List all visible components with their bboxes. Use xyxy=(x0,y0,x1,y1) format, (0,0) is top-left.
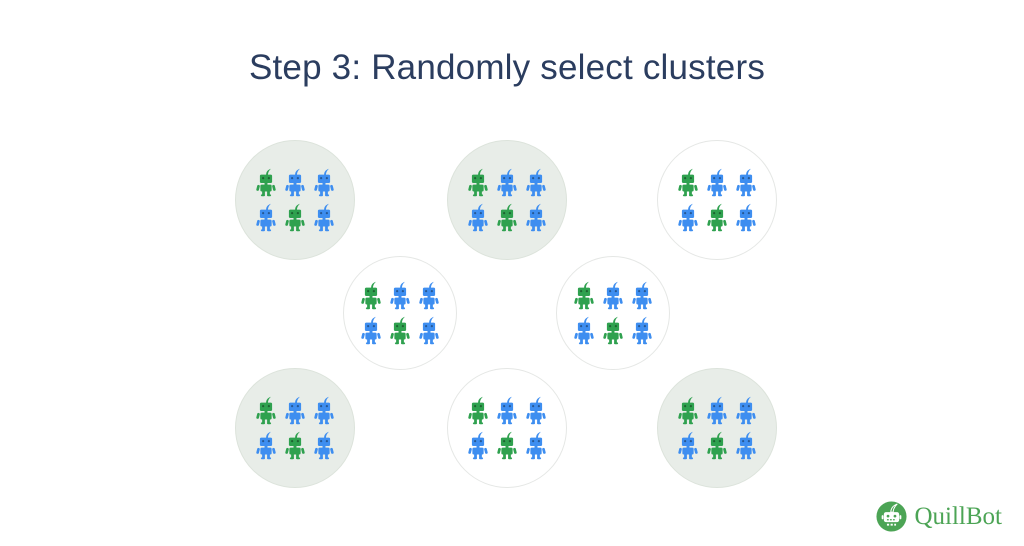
page-title: Step 3: Randomly select clusters xyxy=(248,48,766,87)
cluster-circle-selected xyxy=(235,368,355,488)
green-robot-icon xyxy=(361,281,381,309)
blue-robot-icon xyxy=(314,168,334,196)
blue-robot-icon xyxy=(678,203,698,231)
blue-robot-icon xyxy=(285,168,305,196)
green-robot-icon xyxy=(497,431,517,459)
blue-robot-icon xyxy=(256,203,276,231)
green-robot-icon xyxy=(390,316,410,344)
robot-grid xyxy=(466,168,548,233)
blue-robot-icon xyxy=(678,431,698,459)
cluster-circle-selected xyxy=(447,140,567,260)
robot-grid xyxy=(359,281,441,346)
cluster-circle xyxy=(447,368,567,488)
blue-robot-icon xyxy=(361,316,381,344)
cluster-circle xyxy=(556,256,670,370)
cluster-circle-selected xyxy=(657,368,777,488)
blue-robot-icon xyxy=(256,431,276,459)
blue-robot-icon xyxy=(314,431,334,459)
cluster-circle-selected xyxy=(235,140,355,260)
robot-grid xyxy=(466,396,548,461)
blue-robot-icon xyxy=(419,281,439,309)
blue-robot-icon xyxy=(707,168,727,196)
blue-robot-icon xyxy=(632,281,652,309)
blue-robot-icon xyxy=(468,203,488,231)
robot-grid xyxy=(572,281,654,346)
quillbot-wordmark: QuillBot xyxy=(914,503,1002,530)
green-robot-icon xyxy=(285,203,305,231)
green-robot-icon xyxy=(574,281,594,309)
robot-grid xyxy=(676,396,758,461)
blue-robot-icon xyxy=(736,168,756,196)
green-robot-icon xyxy=(497,203,517,231)
cluster-circle xyxy=(343,256,457,370)
green-robot-icon xyxy=(678,168,698,196)
green-robot-icon xyxy=(678,396,698,424)
robot-grid xyxy=(254,168,336,233)
blue-robot-icon xyxy=(603,281,623,309)
blue-robot-icon xyxy=(632,316,652,344)
blue-robot-icon xyxy=(526,203,546,231)
green-robot-icon xyxy=(707,431,727,459)
robot-grid xyxy=(254,396,336,461)
blue-robot-icon xyxy=(314,203,334,231)
blue-robot-icon xyxy=(736,203,756,231)
blue-robot-icon xyxy=(526,168,546,196)
green-robot-icon xyxy=(285,431,305,459)
blue-robot-icon xyxy=(314,396,334,424)
blue-robot-icon xyxy=(468,431,488,459)
blue-robot-icon xyxy=(497,396,517,424)
green-robot-icon xyxy=(468,396,488,424)
blue-robot-icon xyxy=(574,316,594,344)
quillbot-logo: QuillBot xyxy=(876,501,1002,532)
green-robot-icon xyxy=(468,168,488,196)
green-robot-icon xyxy=(707,203,727,231)
green-robot-icon xyxy=(256,168,276,196)
blue-robot-icon xyxy=(736,431,756,459)
blue-robot-icon xyxy=(707,396,727,424)
blue-robot-icon xyxy=(419,316,439,344)
blue-robot-icon xyxy=(497,168,517,196)
green-robot-icon xyxy=(603,316,623,344)
blue-robot-icon xyxy=(390,281,410,309)
blue-robot-icon xyxy=(736,396,756,424)
cluster-circle xyxy=(657,140,777,260)
robot-grid xyxy=(676,168,758,233)
quillbot-robot-icon xyxy=(876,501,908,532)
blue-robot-icon xyxy=(285,396,305,424)
green-robot-icon xyxy=(256,396,276,424)
blue-robot-icon xyxy=(526,431,546,459)
blue-robot-icon xyxy=(526,396,546,424)
